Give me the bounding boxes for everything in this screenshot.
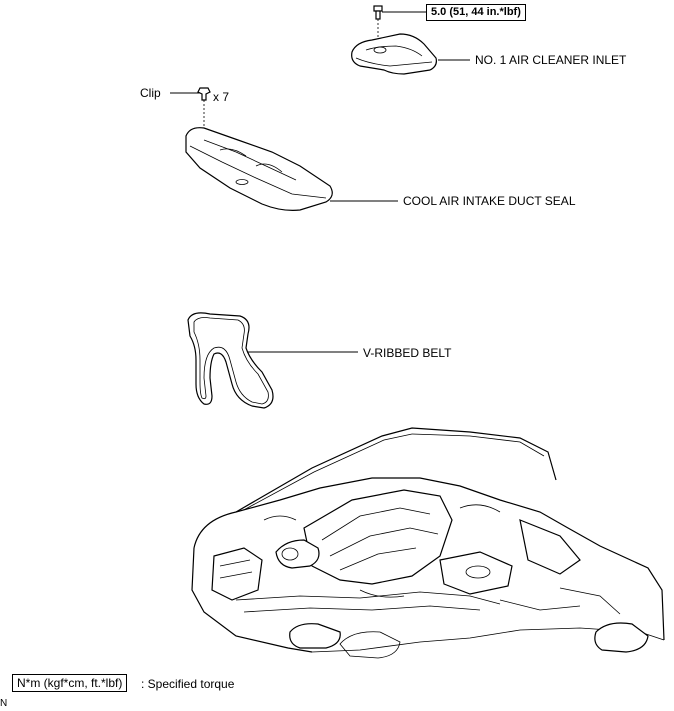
legend-description: : Specified torque: [141, 677, 235, 691]
v-belt-label: V-RIBBED BELT: [363, 346, 452, 360]
v-ribbed-belt-part: [187, 312, 274, 409]
duct-seal-part: [185, 127, 333, 211]
duct-seal-label: COOL AIR INTAKE DUCT SEAL: [403, 194, 576, 208]
legend-unit-box: N*m (kgf*cm, ft.*lbf): [12, 674, 128, 692]
air-cleaner-inlet-part: [351, 33, 437, 75]
bolt-icon: [373, 5, 383, 20]
legend-unit-label: N*m (kgf*cm, ft.*lbf): [17, 676, 123, 690]
engine-bay-illustration: [191, 427, 665, 659]
clip-label: Clip: [140, 86, 161, 100]
clip-quantity-label: x 7: [213, 90, 230, 104]
air-cleaner-inlet-label: NO. 1 AIR CLEANER INLET: [475, 53, 627, 67]
corner-mark: N: [0, 698, 8, 709]
torque-spec-label: 5.0 (51, 44 in.*lbf): [431, 6, 521, 18]
torque-spec-box: 5.0 (51, 44 in.*lbf): [426, 4, 526, 21]
clip-icon: [197, 87, 211, 101]
